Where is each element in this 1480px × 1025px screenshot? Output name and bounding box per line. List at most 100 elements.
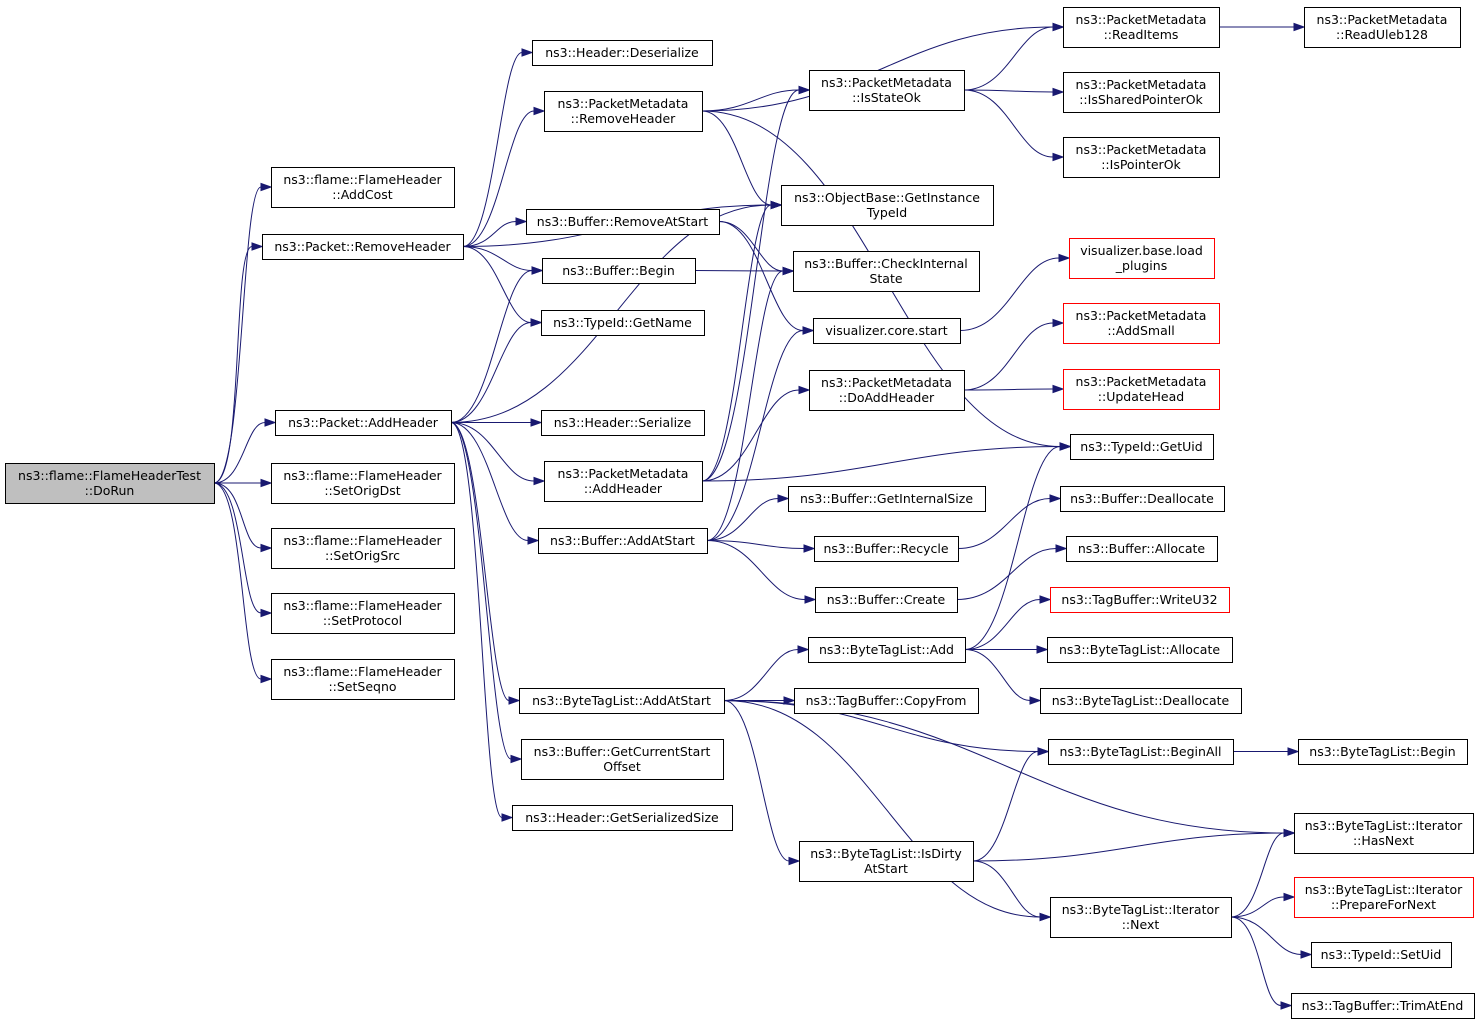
call-edge	[450, 422, 521, 705]
function-node[interactable]: ns3::Header::Deserialize	[532, 40, 713, 66]
function-node[interactable]: ns3::ByteTagList::Allocate	[1047, 637, 1233, 663]
function-node[interactable]: ns3::Buffer::Recycle	[814, 536, 959, 562]
function-node[interactable]: ns3::ByteTagList::BeginAll	[1048, 739, 1234, 765]
function-node[interactable]: ns3::flame::FlameHeader::SetOrigSrc	[271, 528, 455, 569]
function-node-label: ns3::flame::FlameHeader	[283, 664, 442, 679]
function-node-label: ns3::ByteTagList::Add	[819, 642, 954, 657]
function-node[interactable]: ns3::ByteTagList::Add	[808, 637, 966, 663]
function-node[interactable]: ns3::Buffer::Allocate	[1066, 536, 1218, 562]
function-node[interactable]: ns3::PacketMetadata::ReadUleb128	[1304, 7, 1461, 48]
arrowhead	[802, 326, 815, 335]
function-node[interactable]: ns3::Buffer::Deallocate	[1060, 486, 1225, 512]
function-node-box	[1050, 897, 1232, 938]
arrowhead	[1039, 912, 1052, 922]
call-edge-line	[723, 649, 799, 701]
function-node[interactable]: ns3::Buffer::GetInternalSize	[788, 486, 986, 512]
call-edge-line	[450, 422, 510, 701]
function-node[interactable]: ns3::Buffer::Create	[815, 587, 958, 613]
function-node[interactable]: ns3::Header::Serialize	[541, 410, 705, 436]
function-node-box	[544, 461, 703, 502]
arrowhead	[260, 674, 273, 684]
call-edge-line	[723, 700, 790, 862]
call-edge	[718, 221, 795, 276]
arrowhead	[1037, 747, 1050, 756]
call-edge-line	[450, 422, 535, 482]
function-node-box	[1291, 993, 1475, 1019]
call-edge	[450, 266, 544, 423]
function-node[interactable]: ns3::TypeId::GetUid	[1070, 434, 1214, 460]
call-edge	[450, 422, 514, 822]
arrowhead	[1283, 892, 1296, 902]
function-node[interactable]: ns3::TagBuffer::TrimAtEnd	[1291, 993, 1475, 1019]
function-node-box	[275, 410, 452, 436]
call-edge-line	[450, 322, 532, 423]
function-node[interactable]: ns3::Buffer::AddAtStart	[538, 528, 708, 554]
function-node[interactable]: ns3::Packet::RemoveHeader	[262, 234, 464, 260]
function-node[interactable]: ns3::TypeId::SetUid	[1311, 942, 1452, 968]
function-node[interactable]: ns3::PacketMetadata::IsPointerOk	[1063, 137, 1220, 178]
call-edge	[701, 85, 811, 482]
function-node-box	[809, 70, 965, 111]
function-node-label: ns3::TypeId::GetName	[553, 315, 692, 330]
call-edge	[723, 645, 810, 701]
function-node[interactable]: ns3::PacketMetadata::IsSharedPointerOk	[1063, 72, 1220, 113]
function-node[interactable]: ns3::ByteTagList::Deallocate	[1040, 688, 1242, 714]
function-node-label: ns3::Header::GetSerializedSize	[525, 810, 719, 825]
function-node[interactable]: ns3::PacketMetadata::UpdateHead	[1063, 369, 1220, 410]
function-node[interactable]: visualizer.base.load_plugins	[1069, 238, 1215, 279]
function-node-label: ::AddHeader	[584, 481, 663, 496]
function-node[interactable]: ns3::flame::FlameHeader::SetSeqno	[271, 659, 455, 700]
call-edge-line	[213, 482, 262, 549]
arrowhead	[1052, 87, 1065, 97]
function-node[interactable]: ns3::PacketMetadata::RemoveHeader	[544, 91, 703, 132]
arrowhead	[1055, 544, 1068, 553]
arrowhead	[515, 217, 528, 226]
function-node[interactable]: visualizer.core.start	[813, 318, 961, 344]
call-edge	[450, 422, 523, 764]
function-node[interactable]: ns3::flame::FlameHeader::AddCost	[271, 167, 455, 208]
function-node-box	[1047, 637, 1233, 663]
function-node[interactable]: ns3::ByteTagList::AddAtStart	[519, 688, 725, 714]
function-node[interactable]: ns3::Packet::AddHeader	[275, 410, 452, 436]
call-edge-line	[706, 270, 784, 541]
function-node-label: ::SetOrigDst	[324, 483, 400, 498]
function-node[interactable]: ns3::PacketMetadata::ReadItems	[1063, 7, 1220, 48]
call-edge-line	[963, 89, 1054, 93]
call-edge	[213, 478, 273, 488]
call-edge-line	[213, 482, 262, 680]
function-node-label: ns3::ByteTagList::IsDirty	[810, 846, 962, 861]
function-node[interactable]: ns3::PacketMetadata::AddSmall	[1063, 303, 1220, 344]
function-node[interactable]: ns3::flame::FlameHeader::SetProtocol	[271, 593, 455, 634]
function-node[interactable]: ns3::ByteTagList::Begin	[1298, 739, 1468, 765]
function-node[interactable]: ns3::flame::FlameHeaderTest::DoRun	[5, 463, 215, 504]
arrowhead	[510, 754, 523, 764]
arrowhead	[264, 418, 277, 427]
function-node[interactable]: ns3::PacketMetadata::AddHeader	[544, 461, 703, 502]
function-node[interactable]: ns3::Buffer::Begin	[542, 258, 696, 284]
function-node[interactable]: ns3::Header::GetSerializedSize	[512, 805, 733, 831]
arrowhead	[1283, 828, 1296, 838]
function-node-label: ns3::Buffer::Begin	[562, 263, 675, 278]
function-node-box	[794, 688, 979, 714]
function-node[interactable]: ns3::PacketMetadata::DoAddHeader	[809, 370, 965, 411]
function-node[interactable]: ns3::TagBuffer::WriteU32	[1050, 587, 1230, 613]
arrowhead	[1052, 318, 1065, 328]
function-node[interactable]: ns3::Buffer::RemoveAtStart	[526, 209, 720, 235]
call-edge	[462, 106, 546, 247]
function-node[interactable]: ns3::ByteTagList::Iterator::Next	[1050, 897, 1232, 938]
function-node[interactable]: ns3::PacketMetadata::IsStateOk	[809, 70, 965, 111]
call-edge	[706, 326, 815, 541]
function-node[interactable]: ns3::flame::FlameHeader::SetOrigDst	[271, 463, 455, 504]
function-node[interactable]: ns3::TagBuffer::CopyFrom	[794, 688, 979, 714]
function-node-box	[815, 587, 958, 613]
function-node[interactable]: ns3::ByteTagList::Iterator::PrepareForNe…	[1294, 877, 1474, 918]
function-node-label: ns3::ByteTagList::BeginAll	[1060, 744, 1222, 759]
function-node-label: ns3::PacketMetadata	[558, 96, 689, 111]
function-node[interactable]: ns3::TypeId::GetName	[541, 310, 705, 336]
function-node[interactable]: ns3::ByteTagList::Iterator::HasNext	[1294, 813, 1474, 854]
call-edge-line	[718, 221, 804, 331]
